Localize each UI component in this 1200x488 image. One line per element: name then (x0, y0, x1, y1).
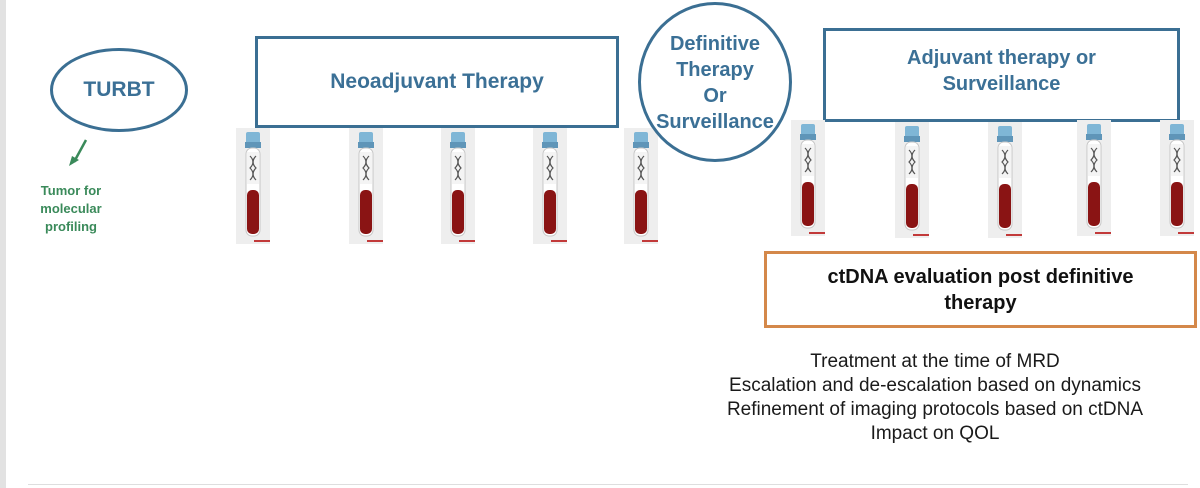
ctdna-blood-tube-icon (236, 128, 270, 244)
ctdna-blood-tube-icon (533, 128, 567, 244)
outcome-item: Escalation and de-escalation based on dy… (729, 375, 1141, 396)
ctdna-blood-tube-icon (1077, 120, 1111, 236)
outcomes-list: Treatment at the time of MRD Escalation … (682, 350, 1188, 446)
ctdna-blood-tube-icon (988, 122, 1022, 238)
left-edge-shadow (0, 0, 6, 488)
ctdna-blood-tube-icon (791, 120, 825, 236)
bottom-divider (28, 484, 1188, 485)
ctdna-blood-tube-icon (349, 128, 383, 244)
ctdna-blood-tube-icon (441, 128, 475, 244)
ctdna-evaluation-box: ctDNA evaluation post definitive therapy (764, 251, 1197, 328)
definitive-therapy-node: Definitive Therapy Or Surveillance (638, 2, 792, 162)
outcome-item: Refinement of imaging protocols based on… (726, 399, 1144, 420)
adjuvant-therapy-box: Adjuvant therapy or Surveillance (823, 28, 1180, 122)
ctdna-blood-tube-icon (1160, 120, 1194, 236)
turbt-node: TURBT (50, 48, 188, 132)
arrow-down-left-icon (69, 139, 88, 166)
ctdna-blood-tube-icon (895, 122, 929, 238)
outcome-item: Treatment at the time of MRD (810, 351, 1060, 372)
ctdna-blood-tube-icon (624, 128, 658, 244)
neoadjuvant-therapy-box: Neoadjuvant Therapy (255, 36, 619, 128)
tumor-profiling-label: Tumor for molecular profiling (40, 183, 102, 234)
outcome-item: Impact on QOL (870, 423, 1000, 444)
